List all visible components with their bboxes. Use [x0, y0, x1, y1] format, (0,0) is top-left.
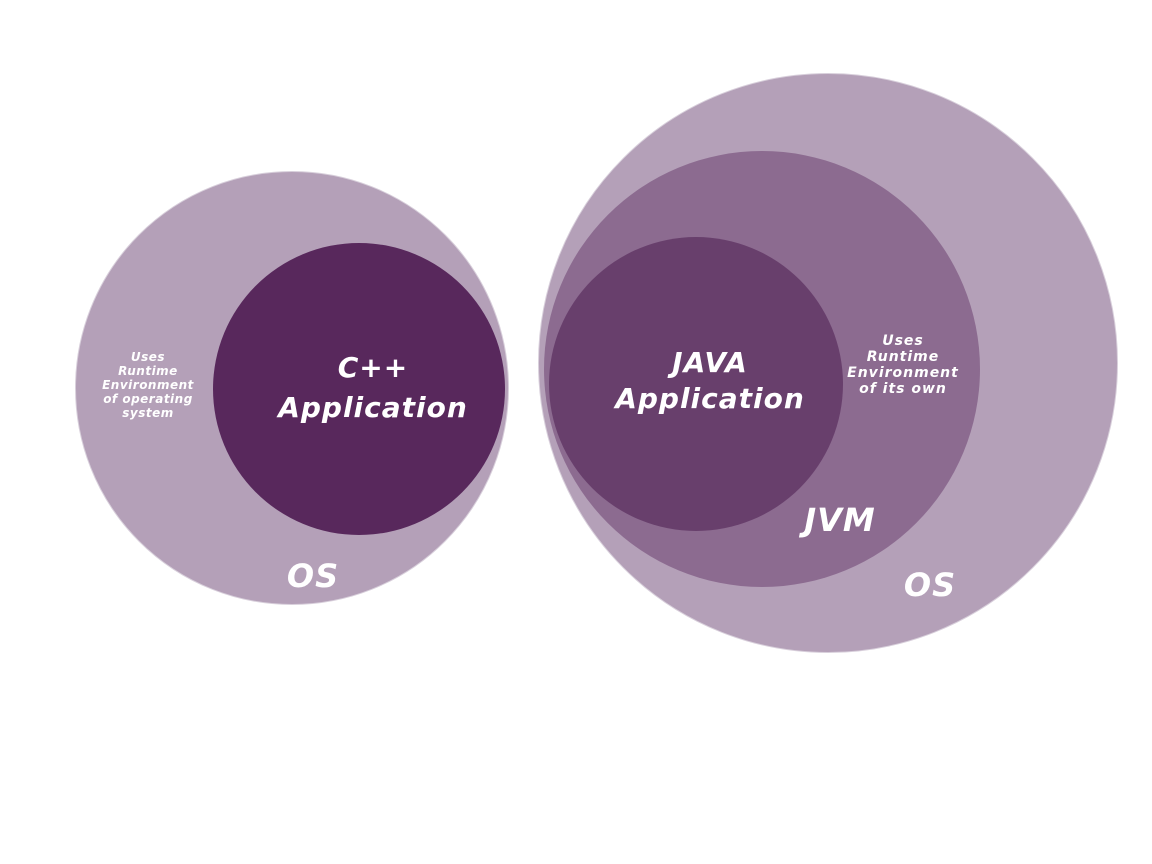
- right-os-label: OS: [903, 566, 957, 604]
- java-runtime-label: Uses Runtime Environment of its own: [847, 333, 959, 397]
- java-application-circle: [549, 237, 843, 531]
- java-application-label: JAVA Application: [615, 346, 805, 415]
- cpp-runtime-label: Uses Runtime Environment of operating sy…: [102, 350, 194, 420]
- cpp-application-circle: [213, 243, 505, 535]
- cpp-application-label: C++ Application: [278, 351, 468, 424]
- left-os-label: OS: [286, 557, 340, 595]
- jvm-label: JVM: [804, 501, 876, 539]
